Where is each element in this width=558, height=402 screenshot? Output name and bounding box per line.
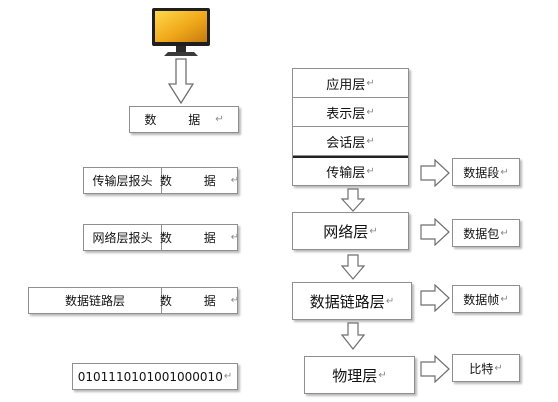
down-arrow-icon: [168, 58, 194, 104]
network-header-cell: 网络层报头: [84, 225, 161, 250]
datalink-data-label: 数 据: [159, 294, 230, 308]
divider: [161, 288, 162, 313]
transport-data-cell: 数 据↵: [159, 174, 240, 188]
right-arrow-icon: [420, 284, 450, 312]
datalink-data-cell: 数 据↵: [159, 294, 240, 308]
data-box: 数 据↵: [129, 106, 239, 133]
transport-layer: 传输层↵: [293, 156, 408, 185]
right-arrow-icon: [420, 159, 450, 187]
bitstream-box: 0101110101001000010↵: [72, 363, 238, 390]
transport-header-label: 传输层报头: [92, 174, 153, 188]
right-arrow-icon: [420, 355, 450, 383]
presentation-layer: 表示层↵: [293, 98, 408, 127]
datalink-frame-box: 数据链路层 数 据↵: [28, 287, 240, 314]
datalink-header-cell: 数据链路层: [29, 288, 161, 313]
bit-unit-box: 比特↵: [452, 354, 520, 382]
datalink-header-label: 数据链路层: [64, 294, 125, 308]
network-header-label: 网络层报头: [92, 231, 153, 245]
network-data-label: 数 据: [159, 231, 230, 245]
physical-layer: 物理层↵: [304, 356, 415, 394]
down-arrow-icon: [341, 322, 365, 350]
divider: [161, 168, 162, 193]
upper-layer-stack: 应用层↵ 表示层↵ 会话层↵ 传输层↵: [292, 68, 409, 186]
segment-unit-box: 数据段↵: [452, 158, 520, 186]
down-arrow-icon: [341, 254, 365, 280]
datalink-layer: 数据链路层↵: [292, 282, 412, 320]
network-layer: 网络层↵: [292, 212, 409, 250]
frame-unit-box: 数据帧↵: [452, 285, 520, 313]
bitstream-label: 0101110101001000010: [77, 369, 223, 384]
transport-header-cell: 传输层报头: [84, 168, 161, 193]
transport-data-label: 数 据: [159, 174, 230, 188]
network-data-cell: 数 据↵: [159, 231, 240, 245]
data-label: 数 据: [144, 113, 215, 127]
network-packet-box: 网络层报头 数 据↵: [83, 224, 240, 251]
divider: [161, 225, 162, 250]
application-layer: 应用层↵: [293, 69, 408, 98]
right-arrow-icon: [420, 218, 450, 246]
computer-monitor-icon: [152, 8, 210, 56]
session-layer: 会话层↵: [293, 127, 408, 156]
down-arrow-icon: [341, 188, 365, 212]
transport-segment-box: 传输层报头 数 据↵: [83, 167, 240, 194]
packet-unit-box: 数据包↵: [452, 219, 520, 247]
